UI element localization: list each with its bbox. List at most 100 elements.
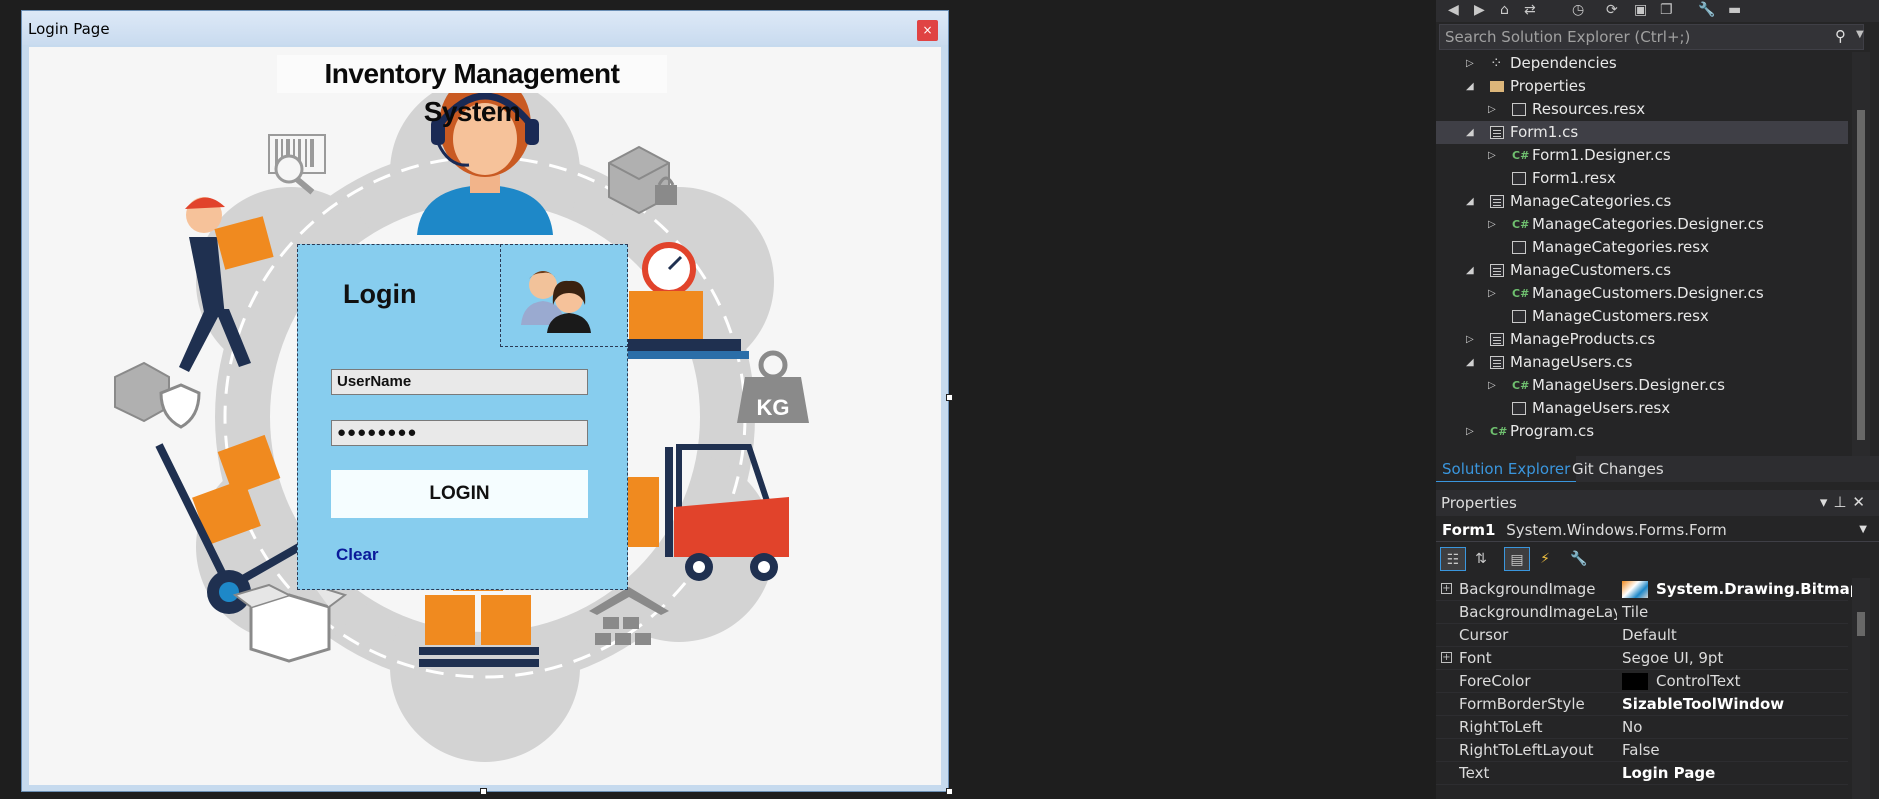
solution-explorer-scroll-thumb[interactable] (1857, 110, 1865, 440)
property-row[interactable]: ForeColor ControlText (1436, 670, 1848, 693)
preview-icon[interactable]: ▬ (1728, 2, 1742, 18)
username-input[interactable]: UserName (331, 369, 588, 395)
solution-explorer-search-input[interactable]: Search Solution Explorer (Ctrl+;) (1439, 24, 1864, 50)
collapsed-arrow-icon[interactable]: ▷ (1466, 58, 1474, 69)
login-button[interactable]: LOGIN (331, 470, 588, 518)
collapsed-arrow-icon[interactable]: ▷ (1488, 380, 1496, 391)
properties-header: Properties ▾⊥✕ (1436, 490, 1879, 516)
properties-scrollbar[interactable] (1852, 578, 1870, 799)
tree-item[interactable]: ▷ManageProducts.cs (1436, 328, 1848, 351)
delivery-worker-icon (179, 197, 274, 372)
clear-link[interactable]: Clear (336, 545, 379, 564)
expand-plus-icon[interactable]: + (1441, 583, 1452, 594)
tab-solution-explorer[interactable]: Solution Explorer (1436, 456, 1577, 482)
expanded-arrow-icon[interactable]: ◢ (1466, 81, 1474, 92)
tree-item[interactable]: ▷C#ManageUsers.Designer.cs (1436, 374, 1848, 397)
tree-item-label: ManageCategories.cs (1510, 192, 1672, 210)
properties-object-selector[interactable]: Form1 System.Windows.Forms.Form ▼ (1436, 518, 1879, 542)
tree-item[interactable]: ManageCategories.resx (1436, 236, 1848, 259)
property-value[interactable]: ControlText (1656, 672, 1741, 690)
property-value[interactable]: System.Drawing.Bitmap (1656, 580, 1861, 598)
tree-item[interactable]: Form1.resx (1436, 167, 1848, 190)
collapsed-arrow-icon[interactable]: ▷ (1488, 104, 1496, 115)
tree-item[interactable]: ▷Resources.resx (1436, 98, 1848, 121)
tree-item[interactable]: ▷C#ManageCategories.Designer.cs (1436, 213, 1848, 236)
resize-handle-corner[interactable] (946, 788, 953, 795)
collapsed-arrow-icon[interactable]: ▷ (1488, 150, 1496, 161)
collapsed-arrow-icon[interactable]: ▷ (1466, 334, 1474, 345)
collapsed-arrow-icon[interactable]: ▷ (1488, 219, 1496, 230)
property-value[interactable]: Tile (1622, 603, 1649, 621)
tab-git-changes[interactable]: Git Changes (1572, 460, 1664, 478)
expanded-arrow-icon[interactable]: ◢ (1466, 357, 1474, 368)
tree-item[interactable]: ◢ ManageCategories.cs (1436, 190, 1848, 213)
pending-changes-icon[interactable]: ◷ (1572, 2, 1585, 18)
property-value[interactable]: Segoe UI, 9pt (1622, 649, 1724, 667)
tree-item[interactable]: ◢Form1.cs (1436, 121, 1848, 144)
switch-views-icon[interactable]: ⇄ (1524, 2, 1536, 18)
close-icon[interactable]: × (917, 20, 938, 41)
expanded-arrow-icon[interactable]: ◢ (1466, 265, 1474, 276)
color-swatch (1622, 673, 1648, 690)
tree-item[interactable]: ▷C#ManageCustomers.Designer.cs (1436, 282, 1848, 305)
tree-item[interactable]: ▷C#Program.cs (1436, 420, 1848, 443)
property-value[interactable]: False (1622, 741, 1660, 759)
property-pages-wrench-icon[interactable]: 🔧 (1570, 551, 1588, 567)
expanded-arrow-icon[interactable]: ◢ (1466, 127, 1474, 138)
tree-item[interactable]: ▷C#Form1.Designer.cs (1436, 144, 1848, 167)
search-icon[interactable]: ⚲ (1835, 27, 1846, 45)
login-form-window[interactable]: Login Page × (21, 10, 949, 792)
users-picture-box[interactable] (500, 244, 628, 347)
tree-item[interactable]: ManageUsers.resx (1436, 397, 1848, 420)
weighing-scale-icon (609, 242, 749, 359)
property-name: ForeColor (1459, 672, 1531, 690)
collapsed-arrow-icon[interactable]: ▷ (1466, 426, 1474, 437)
tree-item[interactable]: ◢ManageUsers.cs (1436, 351, 1848, 374)
tree-item[interactable]: ▷⁘Dependencies (1436, 52, 1848, 75)
close-panel-icon[interactable]: ✕ (1852, 493, 1871, 511)
property-value[interactable]: Default (1622, 626, 1677, 644)
properties-wrench-icon[interactable]: 🔧 (1698, 2, 1716, 18)
collapsed-arrow-icon[interactable]: ▷ (1488, 288, 1496, 299)
back-icon[interactable]: ◀ (1448, 2, 1459, 18)
expand-plus-icon[interactable]: + (1441, 652, 1452, 663)
property-value[interactable]: SizableToolWindow (1622, 695, 1785, 713)
chevron-down-icon[interactable]: ▼ (1859, 524, 1867, 535)
home-icon[interactable]: ⌂ (1500, 2, 1509, 18)
window-position-icon[interactable]: ▾ (1819, 493, 1834, 511)
properties-scroll-thumb[interactable] (1857, 612, 1865, 636)
alphabetical-icon[interactable]: ⇅ (1475, 551, 1487, 567)
tree-item[interactable]: ◢ManageCustomers.cs (1436, 259, 1848, 282)
properties-view-icon[interactable]: ▤ (1504, 547, 1530, 571)
forward-icon[interactable]: ▶ (1474, 2, 1485, 18)
property-value[interactable]: No (1622, 718, 1643, 736)
form-titlebar[interactable]: Login Page × (22, 11, 948, 45)
chevron-down-icon[interactable]: ▼ (1856, 29, 1864, 40)
show-all-files-icon[interactable]: ❐ (1660, 2, 1673, 18)
resize-handle-right[interactable] (946, 394, 953, 401)
tree-item[interactable]: ◢Properties (1436, 75, 1848, 98)
password-input[interactable]: ●●●●●●●● (331, 420, 588, 446)
resize-handle-bottom[interactable] (480, 788, 487, 795)
resx-file-icon (1512, 172, 1526, 185)
events-lightning-icon[interactable]: ⚡ (1540, 551, 1550, 567)
expanded-arrow-icon[interactable]: ◢ (1466, 196, 1474, 207)
support-agent-icon (417, 73, 553, 235)
collapse-all-icon[interactable]: ▣ (1634, 2, 1648, 18)
tree-item[interactable]: ManageCustomers.resx (1436, 305, 1848, 328)
categorized-icon[interactable]: ☷ (1440, 547, 1466, 571)
property-name: BackgroundImageLayout (1459, 603, 1617, 621)
pin-icon[interactable]: ⊥ (1833, 493, 1853, 511)
property-row[interactable]: BackgroundImageLayout Tile (1436, 601, 1848, 624)
csharp-file-icon: C# (1490, 425, 1508, 438)
property-value[interactable]: Login Page (1622, 764, 1716, 782)
sync-icon[interactable]: ⟳ (1606, 2, 1618, 18)
